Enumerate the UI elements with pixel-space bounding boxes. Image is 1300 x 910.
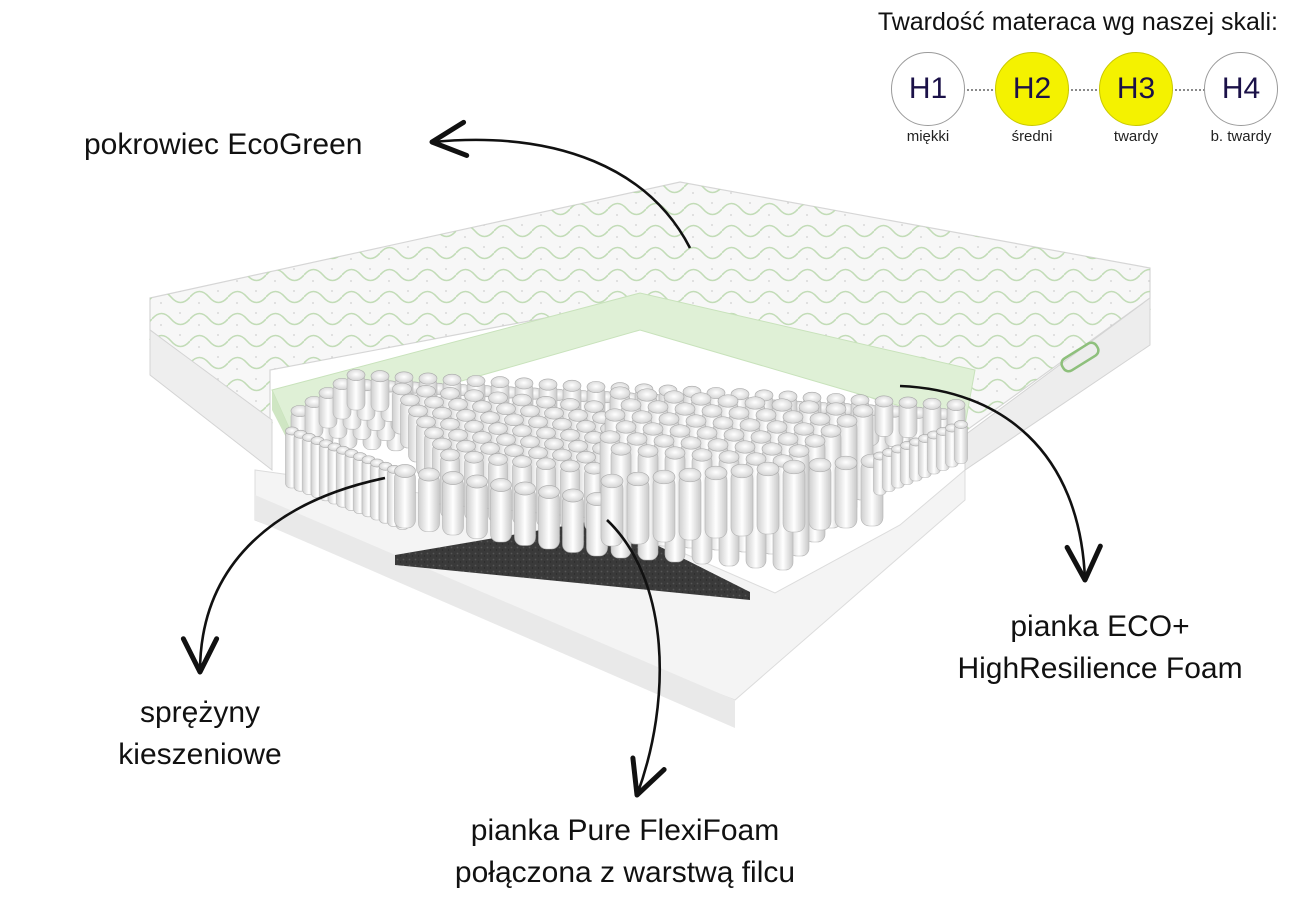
firmness-level-h1: H1 miękki xyxy=(888,52,968,145)
level-circle: H4 xyxy=(1204,52,1278,126)
label-eco-foam-line2: HighResilience Foam xyxy=(957,652,1243,685)
side-handle xyxy=(1060,341,1100,373)
scale-connector xyxy=(928,89,1244,91)
label-springs: sprężyny kieszeniowe xyxy=(90,692,310,776)
pocket-spring xyxy=(514,481,536,546)
pocket-spring xyxy=(782,459,806,533)
label-cover-text: pokrowiec EcoGreen xyxy=(84,128,363,161)
pocket-spring xyxy=(954,420,968,464)
pocket-spring xyxy=(626,471,650,545)
label-flexi-foam-line1: pianka Pure FlexiFoam xyxy=(470,814,780,847)
arrow-eco-foam xyxy=(899,384,1103,583)
firmness-scale: H1 miękki H2 średni H3 twardy H4 b. twar… xyxy=(888,52,1280,152)
pocket-spring xyxy=(562,488,584,553)
pocket-spring xyxy=(730,463,754,537)
level-circle: H1 xyxy=(891,52,965,126)
pocket-spring xyxy=(898,396,918,438)
pocket-spring xyxy=(304,396,324,438)
pocket-springs-group xyxy=(285,369,968,571)
pocket-spring xyxy=(652,469,676,543)
pocket-spring xyxy=(678,467,702,541)
pocket-spring xyxy=(442,471,464,536)
felt-layer xyxy=(395,519,750,600)
pocket-spring xyxy=(318,387,338,429)
pocket-spring xyxy=(808,457,832,531)
cover-side-left xyxy=(149,329,273,472)
pocket-spring xyxy=(874,395,894,437)
arrow-flexi-foam xyxy=(606,519,667,798)
pocket-spring xyxy=(756,461,780,535)
label-eco-foam: pianka ECO+ HighResilience Foam xyxy=(920,606,1280,690)
label-springs-line1: sprężyny xyxy=(139,696,261,729)
pocket-spring xyxy=(370,370,390,412)
pocket-spring xyxy=(418,467,440,532)
arrow-springs xyxy=(180,476,386,675)
pocket-spring xyxy=(538,485,560,550)
pocket-spring xyxy=(834,455,858,529)
base-foam-front xyxy=(255,495,735,728)
label-cover: pokrowiec EcoGreen xyxy=(84,124,362,166)
label-eco-foam-line1: pianka ECO+ xyxy=(1010,610,1190,643)
label-flexi-foam: pianka Pure FlexiFoam połączona z warstw… xyxy=(395,810,855,894)
level-label: średni xyxy=(1011,128,1053,145)
level-label: twardy xyxy=(1113,128,1159,145)
firmness-level-h3: H3 twardy xyxy=(1096,52,1176,145)
pocket-spring xyxy=(346,369,366,411)
level-circle: H3 xyxy=(1099,52,1173,126)
pocket-spring xyxy=(394,464,416,529)
pocket-spring xyxy=(922,397,942,440)
firmness-level-h2: H2 średni xyxy=(992,52,1072,145)
level-circle: H2 xyxy=(995,52,1069,126)
arrow-cover xyxy=(429,119,692,249)
label-springs-line2: kieszeniowe xyxy=(118,738,282,771)
pocket-spring xyxy=(332,378,352,420)
pocket-spring xyxy=(704,465,728,539)
firmness-level-h4: H4 b. twardy xyxy=(1201,52,1281,145)
pocket-spring xyxy=(466,474,488,539)
level-label: miękki xyxy=(906,128,950,145)
level-label: b. twardy xyxy=(1210,128,1272,145)
pocket-spring xyxy=(490,478,512,543)
label-flexi-foam-line2: połączona z warstwą filcu xyxy=(454,856,796,889)
firmness-scale-title: Twardość materaca wg naszej skali: xyxy=(877,8,1278,36)
